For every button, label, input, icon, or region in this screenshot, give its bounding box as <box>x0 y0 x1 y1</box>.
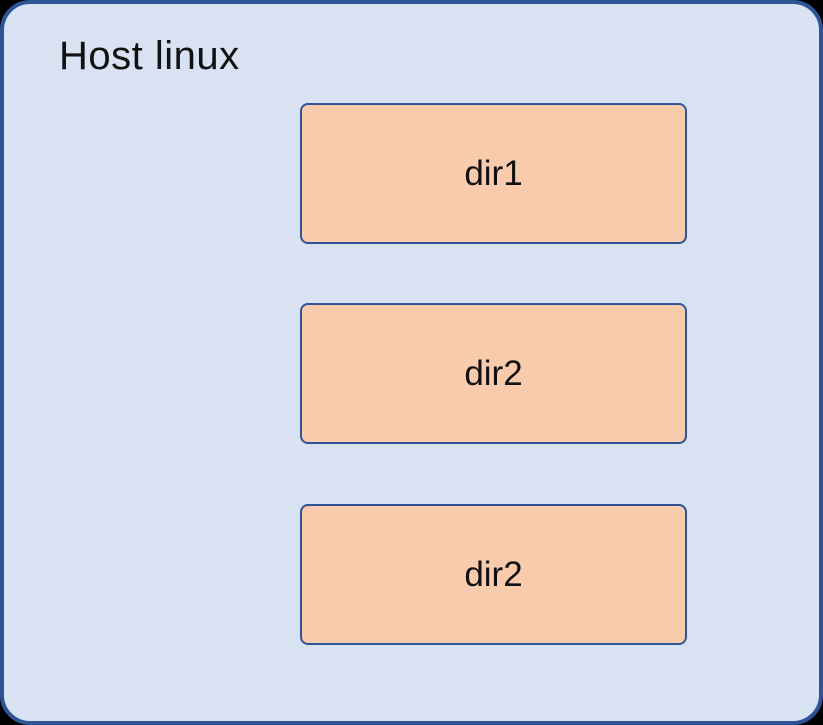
host-linux-label: Host linux <box>59 34 240 78</box>
dir-box-2: dir2 <box>300 303 687 444</box>
dir-box-1: dir1 <box>300 103 687 244</box>
dir-box-3: dir2 <box>300 504 687 645</box>
